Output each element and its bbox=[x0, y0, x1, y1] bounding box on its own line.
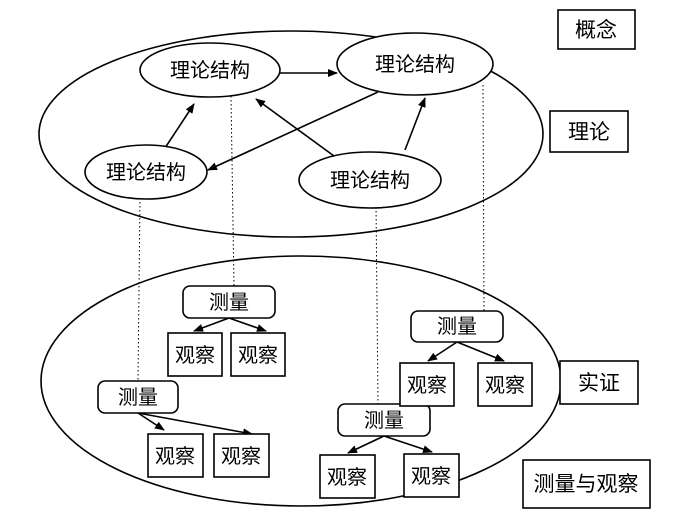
arrow-mr-to-tr bbox=[404, 97, 426, 151]
observation-label: 观察 bbox=[221, 444, 261, 468]
observation-label: 观察 bbox=[175, 343, 215, 367]
arrow-ml-to-tl bbox=[164, 103, 195, 149]
legend-measure-observe: 测量与观察 bbox=[522, 459, 651, 509]
measure-label: 测量 bbox=[437, 314, 477, 338]
theory-node-top-left: 理论结构 bbox=[139, 42, 281, 98]
theory-node-label: 理论结构 bbox=[170, 58, 250, 82]
theory-node-top-right: 理论结构 bbox=[336, 32, 494, 96]
observation-label: 观察 bbox=[411, 464, 451, 488]
legend-empirical-label: 实证 bbox=[578, 371, 620, 395]
arrow-mr-to-tl bbox=[255, 98, 335, 157]
arrow-tr-to-ml bbox=[207, 91, 379, 171]
observation-label: 观察 bbox=[407, 373, 447, 397]
observation-box-4a: 观察 bbox=[319, 454, 376, 499]
measure-box-1: 测量 bbox=[182, 285, 276, 319]
legend-measure-observe-label: 测量与观察 bbox=[534, 472, 639, 496]
theory-node-label: 理论结构 bbox=[106, 160, 186, 184]
measure-box-2: 测量 bbox=[97, 380, 179, 414]
observation-box-4b: 观察 bbox=[403, 453, 460, 498]
theory-ellipse bbox=[38, 30, 544, 238]
measure-box-4: 测量 bbox=[337, 403, 431, 437]
link-dotted-3 bbox=[375, 202, 379, 405]
theory-node-label: 理论结构 bbox=[330, 168, 410, 192]
measure-tree-1-connectors bbox=[193, 317, 267, 332]
observation-box-1a: 观察 bbox=[167, 332, 223, 377]
legend-theory-label: 理论 bbox=[568, 120, 610, 144]
measure-label: 测量 bbox=[118, 385, 158, 409]
observation-box-2a: 观察 bbox=[147, 433, 204, 478]
theory-node-mid-left: 理论结构 bbox=[84, 144, 208, 200]
measure-label: 测量 bbox=[209, 290, 249, 314]
observation-label: 观察 bbox=[327, 465, 367, 489]
legend-empirical: 实证 bbox=[559, 360, 639, 405]
measure-tree-3-connectors bbox=[427, 341, 505, 362]
link-dotted-4 bbox=[482, 84, 485, 313]
measure-tree-4-connectors bbox=[347, 435, 433, 454]
legend-theory: 理论 bbox=[549, 110, 629, 153]
observation-label: 观察 bbox=[155, 444, 195, 468]
observation-box-2b: 观察 bbox=[213, 433, 270, 478]
theory-node-mid-right: 理论结构 bbox=[298, 151, 442, 209]
theory-node-label: 理论结构 bbox=[375, 52, 455, 76]
measure-label: 测量 bbox=[364, 408, 404, 432]
legend-concept: 概念 bbox=[557, 9, 636, 50]
link-dotted-2 bbox=[137, 197, 141, 381]
measure-box-3: 测量 bbox=[410, 310, 504, 343]
observation-box-3a: 观察 bbox=[399, 362, 455, 407]
link-dotted-1 bbox=[230, 95, 235, 288]
observation-label: 观察 bbox=[485, 373, 525, 397]
observation-box-3b: 观察 bbox=[477, 362, 533, 407]
observation-label: 观察 bbox=[238, 343, 278, 367]
measure-tree-2-connectors bbox=[137, 412, 253, 437]
observation-box-1b: 观察 bbox=[230, 332, 286, 377]
legend-concept-label: 概念 bbox=[575, 18, 617, 42]
